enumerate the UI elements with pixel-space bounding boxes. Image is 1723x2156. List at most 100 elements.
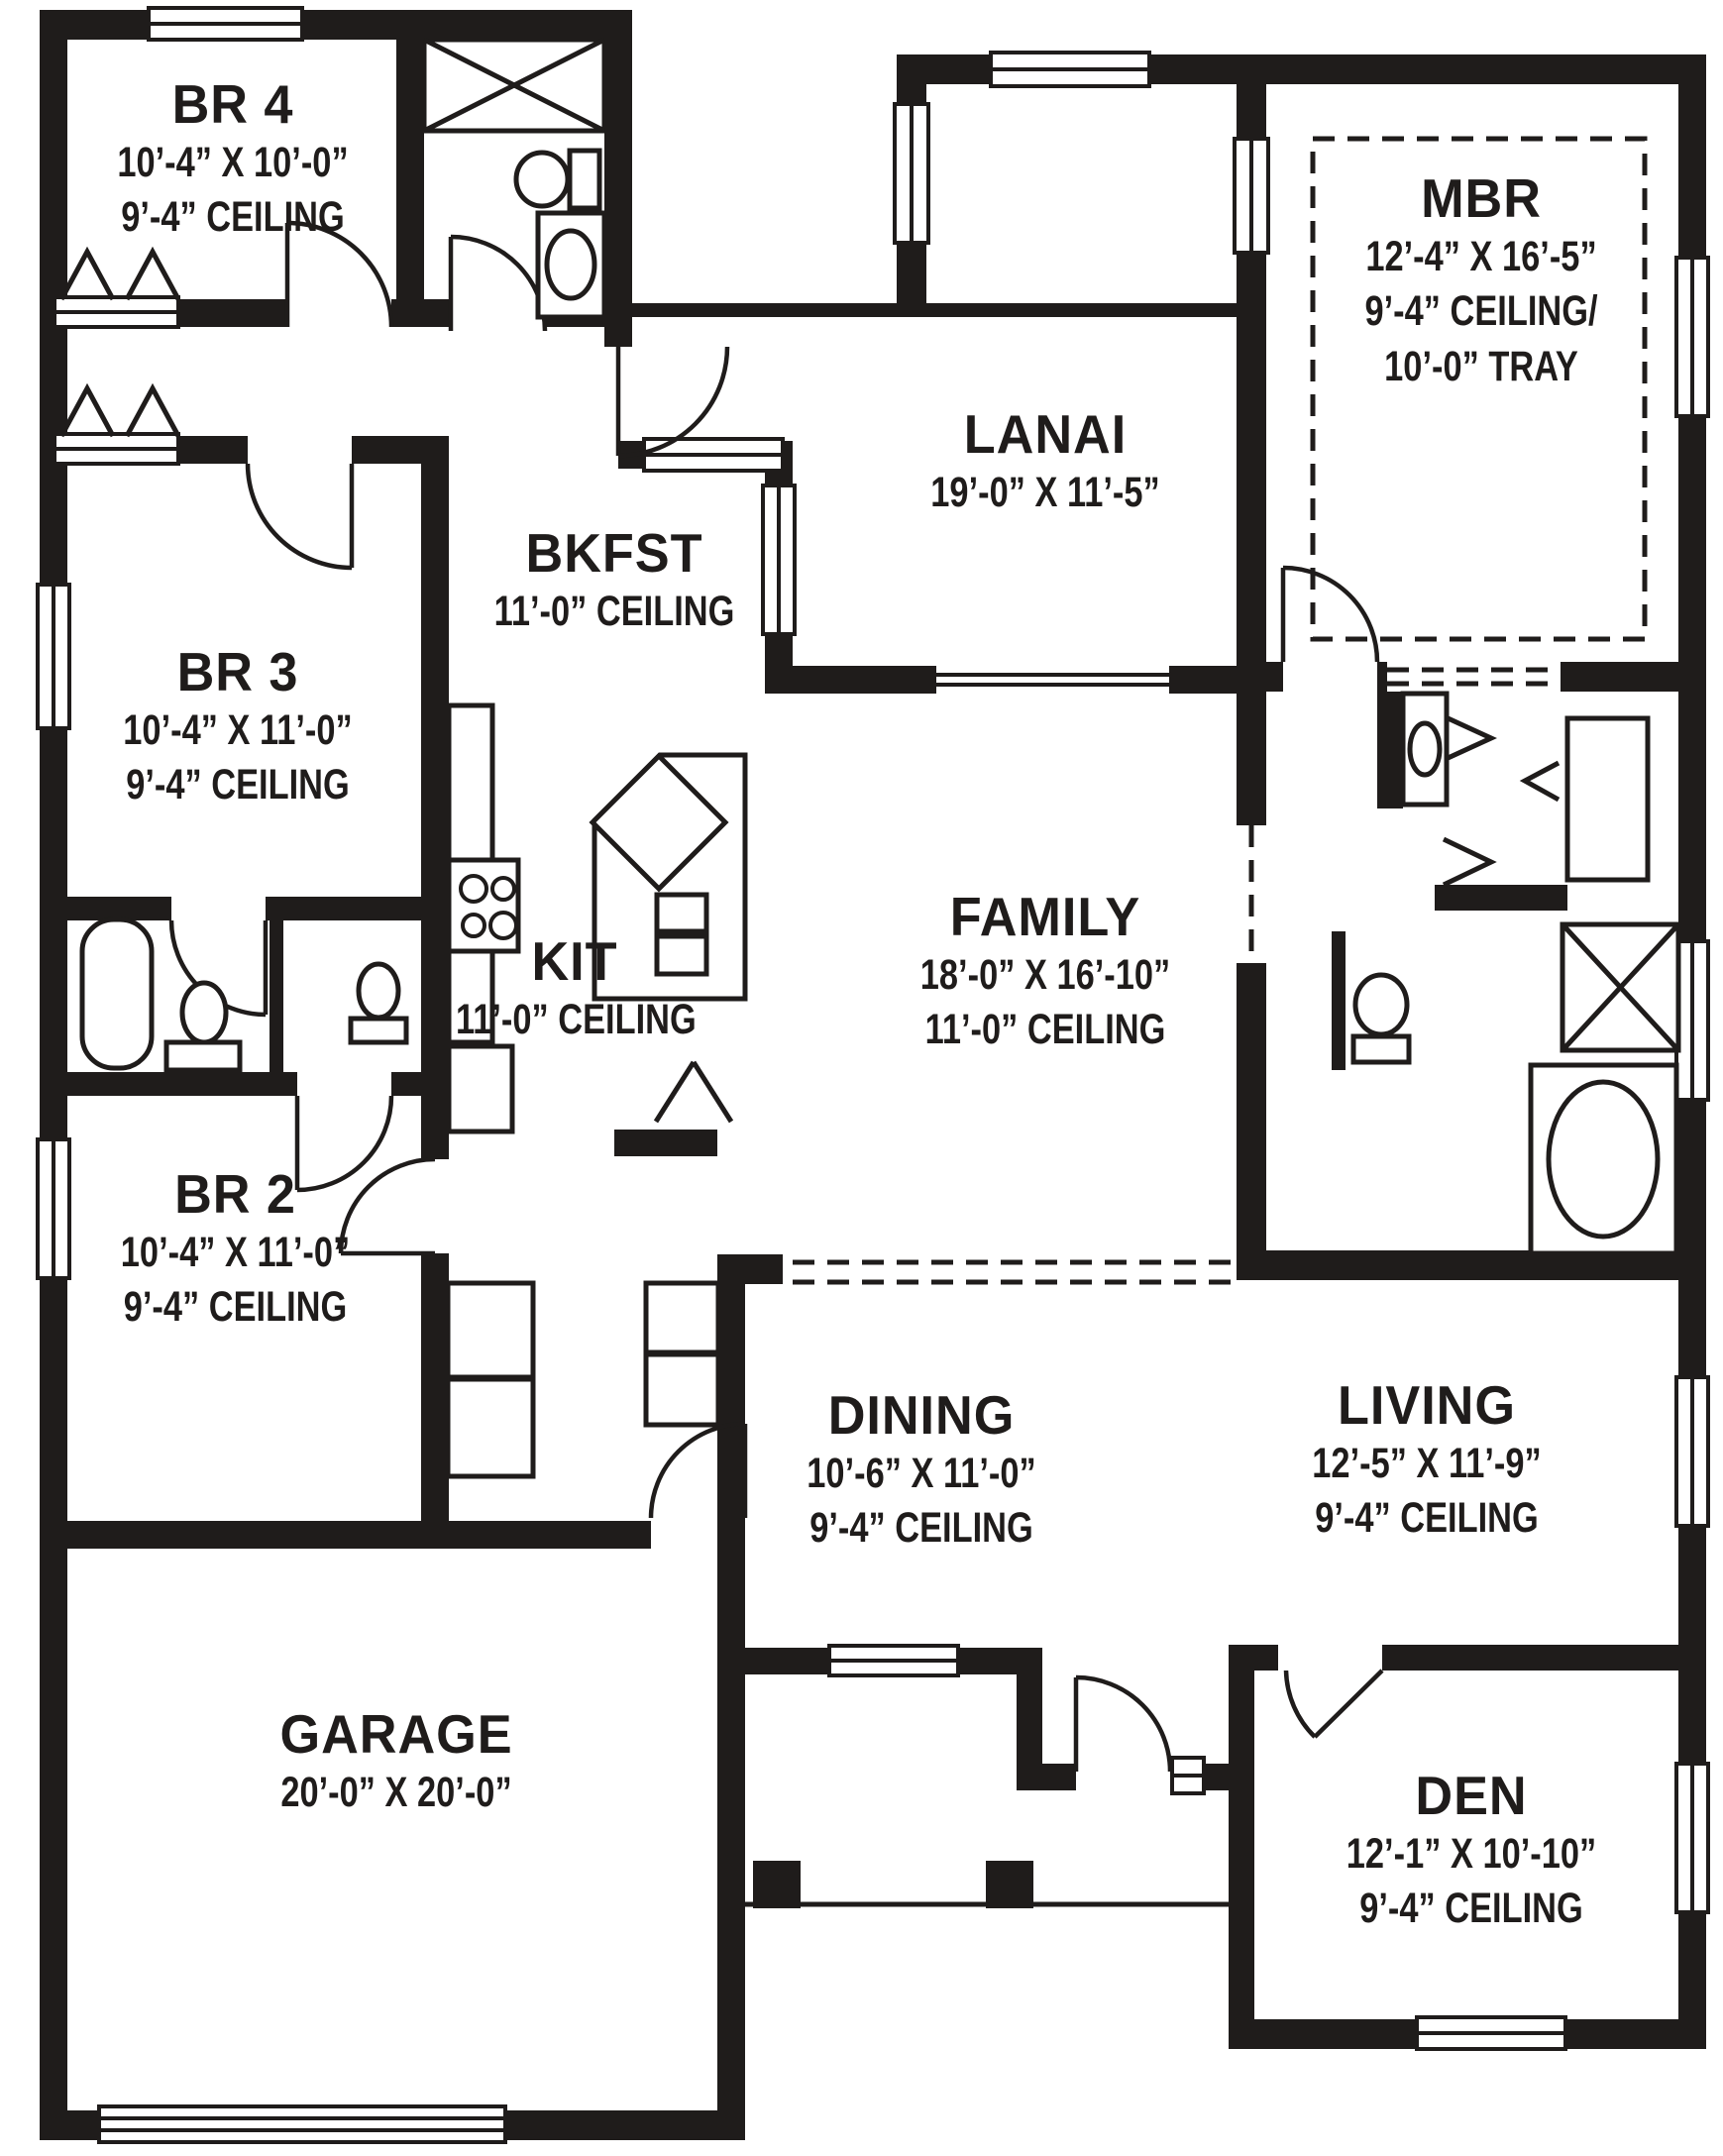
room-label-br3: BR 3 10’-4” X 11’-0” 9’-4” CEILING [59, 641, 416, 813]
doors-layer [58, 220, 1561, 1773]
room-dimensions: 10’-4” X 11’-0” [120, 1228, 351, 1276]
room-dimensions: 10’-6” X 11’-0” [807, 1449, 1036, 1497]
toilet-icon [163, 980, 243, 1073]
door-wc [294, 1095, 394, 1193]
room-name: DEN [1415, 1765, 1528, 1826]
room-ceiling: 9’-4” CEILING [123, 1283, 348, 1332]
sink-icon [535, 210, 607, 320]
room-ceiling: 9’-4” CEILING [121, 193, 345, 242]
bathtub-icon [1528, 1062, 1679, 1256]
room-ceiling: 9’-4” CEILING/ [1364, 287, 1598, 336]
bathtub-icon [79, 916, 155, 1071]
pantry-cabinet [446, 1043, 515, 1134]
room-ceiling: 9’-4” CEILING [1315, 1494, 1539, 1543]
sliding-door-lanai [936, 673, 1169, 687]
room-ceiling: 11’-0” CEILING [924, 1006, 1166, 1054]
toilet-icon [1350, 972, 1412, 1065]
bifold-door-closet [1442, 713, 1561, 888]
room-ceiling: 11’-0” CEILING [456, 995, 697, 1043]
room-dimensions: 19’-0” X 11’-5” [930, 468, 1160, 516]
door-garage [648, 1421, 748, 1519]
window-living-east [1674, 1375, 1710, 1528]
window-dining-south [827, 1644, 960, 1677]
door-den [1283, 1669, 1384, 1739]
room-label-garage: GARAGE 20’-0” X 20’-0” [173, 1703, 619, 1820]
sink-icon [1400, 691, 1450, 808]
cased-opening-marker [653, 1060, 734, 1124]
room-name: GARAGE [279, 1703, 513, 1765]
walk-in-closet [1564, 715, 1651, 883]
room-label-living: LIVING 12’-5” X 11’-9” 9’-4” CEILING [1234, 1374, 1620, 1547]
window-mbr-west [1233, 137, 1270, 255]
room-ceiling-tray: 10’-0” TRAY [1384, 343, 1578, 391]
door-br4 [284, 220, 394, 328]
room-ceiling: 9’-4” CEILING [809, 1504, 1033, 1553]
room-ceiling: 11’-0” CEILING [493, 587, 735, 635]
room-name: DINING [827, 1384, 1016, 1446]
room-ceiling: 9’-4” CEILING [126, 761, 350, 809]
window-br4-top [147, 6, 304, 42]
room-label-dining: DINING 10’-6” X 11’-0” 9’-4” CEILING [723, 1384, 1120, 1557]
shower-icon [1560, 921, 1681, 1053]
porch-column [753, 1861, 801, 1908]
room-dimensions: 10’-4” X 11’-0” [123, 705, 353, 754]
toilet-icon [513, 148, 602, 211]
room-name: LANAI [963, 403, 1128, 465]
window-bkfst-bay-h [642, 437, 785, 473]
room-name: MBR [1421, 167, 1542, 229]
room-label-br2: BR 2 10’-4” X 11’-0” 9’-4” CEILING [54, 1163, 416, 1336]
room-name: BKFST [525, 522, 703, 584]
porch-column [986, 1861, 1033, 1908]
window-br2-west [36, 1137, 71, 1280]
stove-icon [446, 857, 521, 954]
room-name: LIVING [1338, 1374, 1516, 1436]
fixtures-layer [79, 37, 1681, 1908]
room-label-kit: KIT 11’-0” CEILING [426, 930, 723, 1047]
room-ceiling: 9’-4” CEILING [1359, 1885, 1583, 1933]
room-name: BR 3 [176, 641, 299, 702]
dashed-lines-layer [793, 136, 1648, 1285]
window-mbath-east [1674, 939, 1710, 1102]
room-dimensions: 10’-4” X 10’-0” [117, 138, 349, 186]
window-lanai-west [893, 102, 930, 245]
room-name: KIT [531, 930, 618, 992]
window-den-east [1674, 1762, 1710, 1914]
room-name: BR 2 [174, 1163, 296, 1225]
windows-layer [36, 6, 1710, 2144]
room-label-br4: BR 4 10’-4” X 10’-0” 9’-4” CEILING [59, 73, 406, 246]
door-bath1 [448, 234, 548, 332]
garage-door [97, 2104, 507, 2144]
closet-shelves [445, 1280, 536, 1479]
room-label-mbr: MBR 12’-4” X 16’-5” 9’-4” CEILING/ 10’-0… [1303, 167, 1660, 395]
room-dimensions: 12’-1” X 10’-10” [1346, 1829, 1597, 1878]
room-name: FAMILY [949, 886, 1141, 947]
room-label-bkfst: BKFST 11’-0” CEILING [451, 522, 778, 639]
room-name: BR 4 [171, 73, 294, 135]
kitchen-island [589, 752, 748, 1002]
window-mbr-top [989, 51, 1151, 88]
window-br3-north [53, 432, 180, 466]
window-den-south [1415, 2015, 1567, 2051]
room-dimensions: 12’-5” X 11’-9” [1312, 1439, 1542, 1487]
room-label-family: FAMILY 18’-0” X 16’-10” 11’-0” CEILING [847, 886, 1243, 1058]
room-dimensions: 18’-0” X 16’-10” [919, 950, 1171, 999]
refrigerator-icon [643, 1280, 721, 1428]
shower-icon [421, 37, 607, 134]
room-dimensions: 20’-0” X 20’-0” [280, 1768, 512, 1816]
window-swing-markers [58, 246, 181, 438]
door-br3 [245, 463, 355, 571]
door-front-entry [1073, 1674, 1173, 1773]
window-bkfst-bay-v [761, 484, 797, 636]
window-entry-sidelight [1170, 1756, 1206, 1795]
window-br3-west [36, 583, 71, 730]
window-mbr-east [1674, 256, 1710, 418]
window-br4-south [53, 295, 180, 329]
room-label-lanai: LANAI 19’-0” X 11’-5” [852, 403, 1238, 520]
toilet-icon [348, 961, 409, 1045]
door-br2 [338, 1156, 436, 1256]
room-dimensions: 12’-4” X 16’-5” [1365, 232, 1597, 280]
door-mbr [1280, 565, 1380, 663]
room-label-den: DEN 12’-1” X 10’-10” 9’-4” CEILING [1288, 1765, 1655, 1937]
